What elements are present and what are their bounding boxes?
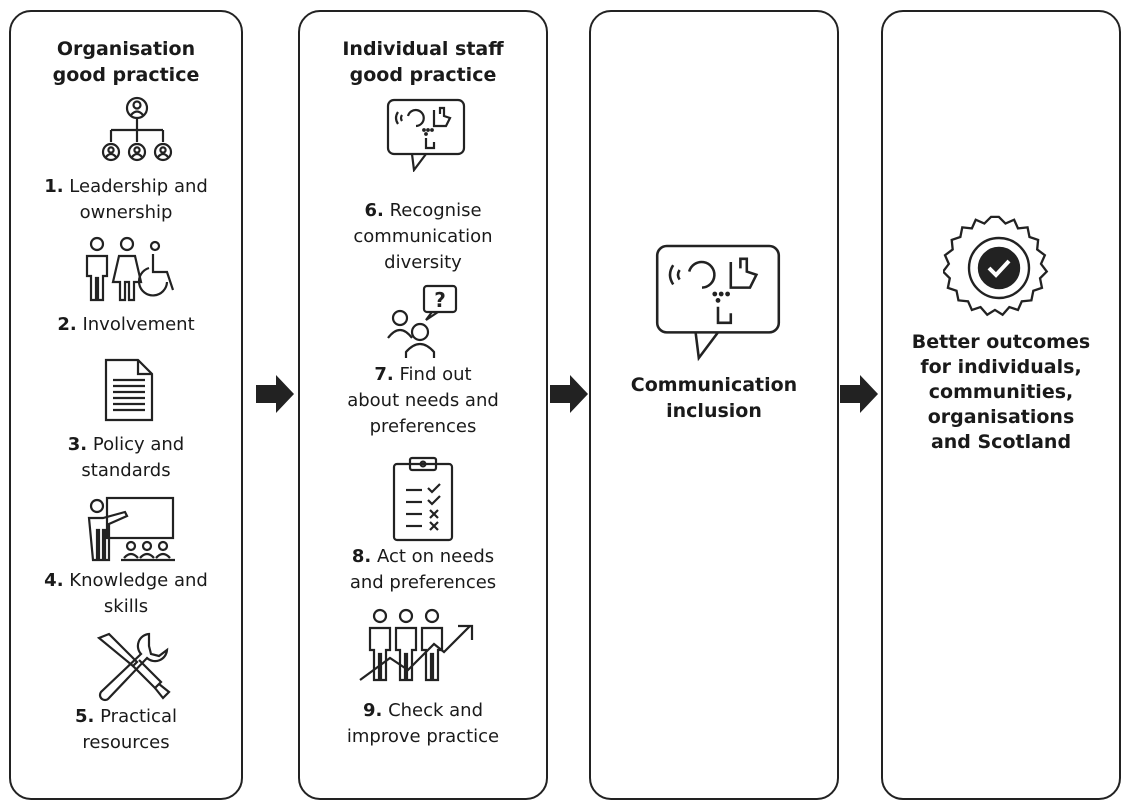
item-number: 6. bbox=[364, 200, 384, 221]
label-line: Communication bbox=[630, 374, 798, 396]
item-check-improve: 9. Check and improve practice bbox=[300, 698, 546, 750]
title-line: Individual staff bbox=[342, 38, 504, 60]
item-text: communication bbox=[353, 226, 493, 247]
item-text: resources bbox=[82, 732, 170, 753]
item-text: standards bbox=[81, 460, 171, 481]
item-text: Leadership and bbox=[69, 176, 208, 197]
svg-text:?: ? bbox=[434, 288, 446, 312]
tools-icon bbox=[93, 630, 171, 702]
organisation-panel: Organisation good practice 1. Leadership… bbox=[9, 10, 243, 800]
item-recognise: 6. Recognise communication diversity bbox=[300, 198, 546, 276]
title-line: good practice bbox=[52, 64, 200, 86]
hierarchy-icon bbox=[101, 96, 185, 168]
item-text: Policy and bbox=[92, 434, 185, 455]
outcomes-label: Better outcomes for individuals, communi… bbox=[883, 330, 1119, 455]
item-text: Act on needs bbox=[376, 546, 495, 567]
title-line: Organisation bbox=[56, 38, 196, 60]
arrow-right-icon bbox=[548, 374, 590, 418]
question-person-icon: ? bbox=[386, 284, 466, 360]
item-number: 3. bbox=[67, 434, 88, 455]
item-involvement: 2. Involvement bbox=[11, 312, 241, 338]
item-text: Find out bbox=[399, 364, 472, 385]
item-policy: 3. Policy and standards bbox=[11, 432, 241, 484]
people-accessibility-icon bbox=[83, 236, 179, 302]
item-number: 9. bbox=[362, 700, 383, 721]
outcomes-panel: Better outcomes for individuals, communi… bbox=[881, 10, 1121, 800]
arrow-right-icon bbox=[838, 374, 880, 418]
item-number: 4. bbox=[44, 570, 64, 591]
item-text: about needs and bbox=[347, 390, 499, 411]
item-text: Practical bbox=[100, 706, 177, 727]
item-number: 8. bbox=[351, 546, 372, 567]
item-text: Involvement bbox=[82, 314, 195, 335]
label-line: communities, bbox=[928, 381, 1074, 403]
item-practical: 5. Practical resources bbox=[11, 704, 241, 756]
arrow-right-icon bbox=[254, 374, 296, 418]
checklist-icon bbox=[392, 456, 456, 542]
item-number: 5. bbox=[75, 706, 95, 727]
individual-staff-title: Individual staff good practice bbox=[300, 36, 546, 88]
communication-inclusion-panel: Communication inclusion bbox=[589, 10, 839, 800]
communication-bubble-icon bbox=[654, 240, 782, 364]
item-text: and preferences bbox=[349, 572, 497, 593]
item-text: improve practice bbox=[346, 726, 500, 747]
label-line: organisations bbox=[927, 406, 1075, 428]
item-act-on: 8. Act on needs and preferences bbox=[300, 544, 546, 596]
communication-bubble-icon bbox=[386, 98, 466, 172]
label-line: Better outcomes bbox=[911, 331, 1091, 353]
organisation-title: Organisation good practice bbox=[11, 36, 241, 88]
item-text: diversity bbox=[384, 252, 462, 273]
item-knowledge: 4. Knowledge and skills bbox=[11, 568, 241, 620]
document-icon bbox=[103, 358, 155, 422]
item-number: 7. bbox=[374, 364, 394, 385]
individual-staff-panel: Individual staff good practice 6. Recogn… bbox=[298, 10, 548, 800]
check-badge-icon bbox=[943, 212, 1055, 324]
communication-inclusion-label: Communication inclusion bbox=[591, 372, 837, 424]
item-find-out: 7. Find out about needs and preferences bbox=[300, 362, 546, 440]
item-number: 1. bbox=[44, 176, 64, 197]
item-number: 2. bbox=[57, 314, 77, 335]
item-text: Recognise bbox=[389, 200, 482, 221]
label-line: for individuals, bbox=[920, 356, 1082, 378]
item-text: Check and bbox=[388, 700, 484, 721]
item-leadership: 1. Leadership and ownership bbox=[11, 174, 241, 226]
label-line: inclusion bbox=[666, 400, 762, 422]
item-text: ownership bbox=[79, 202, 173, 223]
item-text: skills bbox=[103, 596, 149, 617]
improvement-graph-icon bbox=[358, 608, 476, 686]
item-text: preferences bbox=[369, 416, 477, 437]
label-line: and Scotland bbox=[930, 431, 1072, 453]
title-line: good practice bbox=[349, 64, 497, 86]
item-text: Knowledge and bbox=[69, 570, 208, 591]
presentation-icon bbox=[87, 496, 179, 564]
